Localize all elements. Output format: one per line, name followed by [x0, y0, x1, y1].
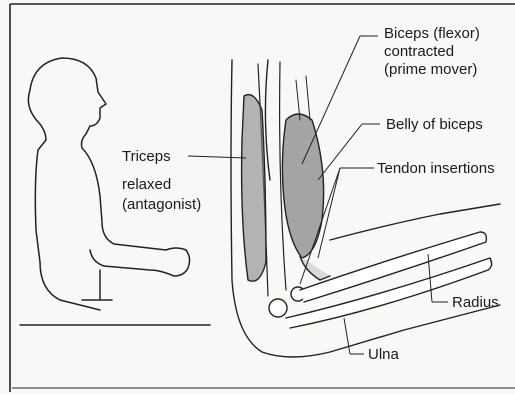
belly-of-biceps-label: Belly of biceps	[386, 116, 483, 133]
triceps-label-line1: Triceps	[122, 148, 171, 165]
ulna-label: Ulna	[368, 346, 399, 363]
triceps-label-line2: relaxed	[122, 176, 171, 193]
tendon-insertions-label: Tendon insertions	[377, 160, 495, 177]
biceps-label-line3: (prime mover)	[384, 61, 477, 78]
triceps-label-line3: (antagonist)	[122, 196, 201, 213]
seated-person-outline	[20, 58, 210, 325]
arm-anatomy	[231, 60, 500, 357]
biceps-label-line1: Biceps (flexor)	[384, 25, 480, 42]
biceps-label-line2: contracted	[384, 43, 454, 60]
radius-label: Radius	[452, 294, 499, 311]
